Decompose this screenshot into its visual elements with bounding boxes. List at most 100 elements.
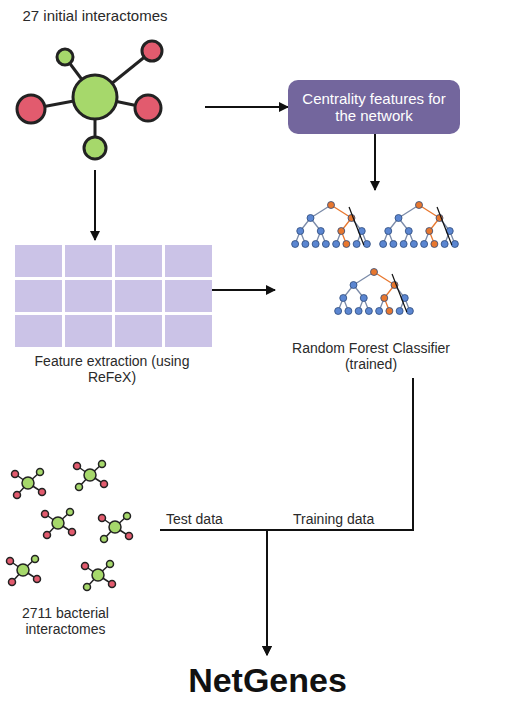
mini-node — [42, 511, 49, 518]
tree-node — [395, 215, 402, 222]
tree-node — [355, 308, 362, 315]
tree-node — [335, 308, 342, 315]
mini-node — [32, 556, 39, 563]
mini-node — [34, 576, 41, 583]
table-cell — [15, 280, 62, 312]
mini-hub — [52, 517, 64, 529]
mini-node — [14, 492, 21, 499]
tree-node — [376, 308, 383, 315]
network-hub — [73, 75, 117, 119]
tree-node — [322, 241, 329, 248]
tree-node — [328, 202, 335, 209]
tree-node — [386, 308, 393, 315]
connector-arrow — [160, 530, 267, 655]
tree-node — [312, 241, 319, 248]
tree-node — [292, 241, 299, 248]
tree-pointer — [392, 274, 407, 312]
node-label: Random Forest Classifier (trained) — [275, 340, 467, 372]
mini-node — [99, 515, 106, 522]
tree-node — [350, 282, 357, 289]
process-box: Centrality features for the network — [288, 80, 460, 134]
tree-node — [390, 241, 397, 248]
table-cell — [115, 280, 162, 312]
tree-node — [385, 228, 392, 235]
interactome-set: 2711 bacterial interactomes — [3, 455, 160, 645]
mini-node — [82, 563, 89, 570]
tree-node — [400, 241, 407, 248]
mini-node — [126, 533, 133, 540]
mini-node — [39, 489, 46, 496]
tree-pointer — [349, 207, 364, 245]
network-illustration: 27 initial interactomes — [15, 5, 205, 170]
connector-arrow — [205, 106, 288, 108]
node-label: 27 initial interactomes — [15, 7, 175, 24]
illustration — [15, 5, 205, 170]
mini-hub — [84, 469, 96, 481]
tree-node — [406, 308, 413, 315]
random-forest: Random Forest Classifier (trained) — [275, 190, 467, 378]
connector-arrow — [267, 378, 413, 655]
tree-node — [363, 241, 370, 248]
tree-node — [333, 241, 340, 248]
mini-node — [101, 481, 108, 488]
connector-arrow — [374, 134, 376, 190]
mini-hub — [109, 521, 121, 533]
tree-node — [426, 228, 433, 235]
mini-node — [107, 561, 114, 568]
table-cell — [65, 280, 112, 312]
tree-node — [431, 241, 438, 248]
tree-node — [451, 241, 458, 248]
network-node — [57, 49, 73, 65]
mini-node — [9, 579, 16, 586]
tree-node — [396, 308, 403, 315]
tree-node — [416, 202, 423, 209]
result-title: NetGenes — [190, 655, 345, 705]
mini-node — [76, 484, 83, 491]
table-cell — [165, 245, 212, 277]
network-node — [17, 95, 45, 123]
tree-node — [371, 269, 378, 276]
mini-node — [69, 529, 76, 536]
table-cell — [115, 245, 162, 277]
tree-node — [410, 241, 417, 248]
tree-node — [338, 228, 345, 235]
table-cell — [115, 315, 162, 347]
network-node — [84, 137, 106, 159]
table-cell — [65, 245, 112, 277]
tree-node — [345, 308, 352, 315]
mini-node — [109, 581, 116, 588]
tree-node — [421, 241, 428, 248]
table-cell — [165, 315, 212, 347]
tree-node — [353, 241, 360, 248]
connector-arrow — [212, 289, 275, 291]
tree-node — [343, 241, 350, 248]
mini-hub — [22, 477, 34, 489]
box-outline — [288, 80, 460, 134]
table-cell — [65, 315, 112, 347]
mini-node — [37, 469, 44, 476]
tree-node — [307, 215, 314, 222]
edge-label: Test data — [166, 511, 223, 527]
mini-node — [7, 558, 14, 565]
table-cell — [165, 280, 212, 312]
tree-node — [365, 308, 372, 315]
tree-node — [360, 295, 367, 302]
mini-node — [124, 513, 131, 520]
mini-node — [99, 461, 106, 468]
mini-node — [84, 584, 91, 591]
mini-node — [101, 536, 108, 543]
mini-node — [44, 532, 51, 539]
tree-node — [317, 228, 324, 235]
tree-node — [381, 295, 388, 302]
tree-node — [302, 241, 309, 248]
edge-label: Training data — [293, 511, 374, 527]
tree-node — [441, 241, 448, 248]
mini-node — [74, 463, 81, 470]
tree-pointer — [437, 207, 452, 245]
title-text: NetGenes — [170, 660, 365, 700]
tree-node — [340, 295, 347, 302]
tree-node — [297, 228, 304, 235]
feature-table: Feature extraction (using ReFeX) — [12, 240, 212, 390]
network-node — [142, 41, 162, 61]
